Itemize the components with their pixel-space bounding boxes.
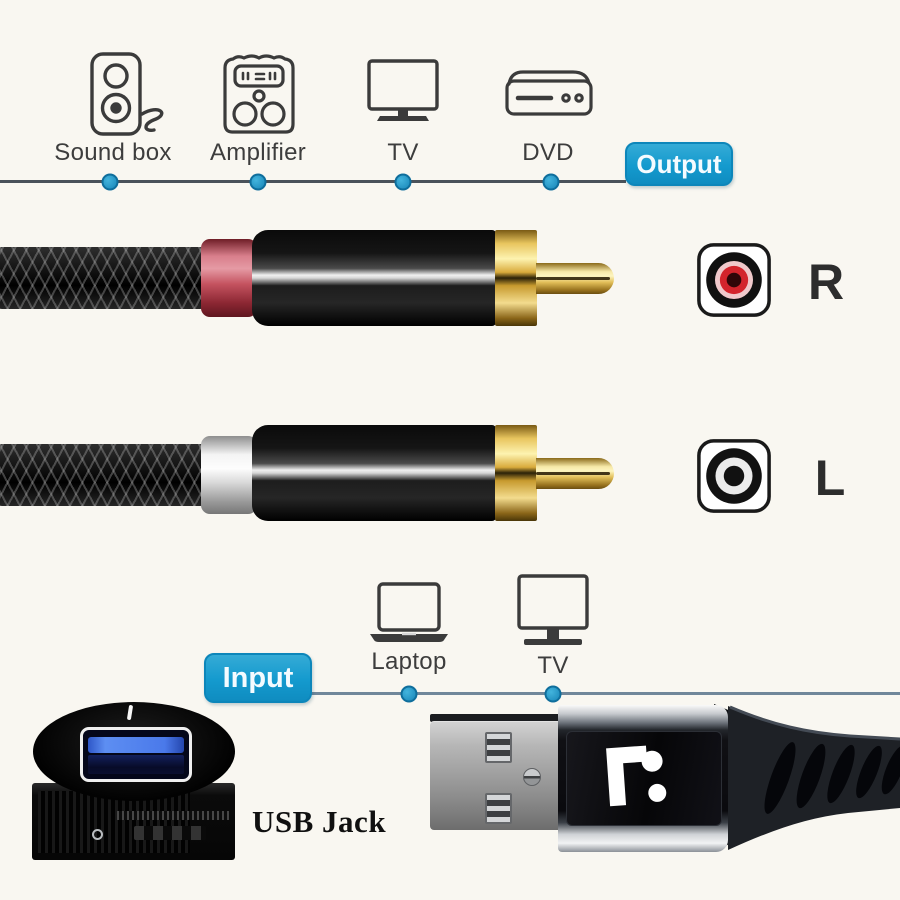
connection-dot [542, 173, 560, 191]
laptop-icon [366, 581, 452, 645]
input-badge-label: Input [222, 661, 294, 694]
usb3-port-tongue [88, 737, 184, 753]
connection-dot [400, 685, 418, 703]
brand-logo-icon [606, 742, 676, 813]
rca-cable-braid-red [0, 247, 208, 309]
pc-vents [38, 791, 190, 853]
device-label-tv: TV [387, 139, 419, 166]
rca-gold-ring [495, 425, 537, 521]
device-label-amplifier: Amplifier [209, 139, 307, 166]
rca-jack-symbol-right [695, 241, 773, 324]
device-label-laptop: Laptop [371, 648, 447, 675]
usb-plug-top-shadow [430, 714, 562, 722]
output-badge-label: Output [636, 148, 722, 179]
pc-front-ports [134, 826, 206, 840]
usb-cable-strain-relief [708, 690, 900, 875]
usb-jack-caption: USB Jack [252, 804, 387, 839]
rca-gold-pin [536, 263, 614, 294]
pc-logo [92, 829, 103, 840]
connection-dot [544, 685, 562, 703]
dvd-player-icon [503, 68, 595, 118]
rca-cable-braid-white [0, 444, 208, 506]
usb3-port-cavity [88, 755, 184, 774]
sound-box-icon [82, 50, 174, 142]
rca-barrel-red [252, 230, 496, 326]
connection-dot [394, 173, 412, 191]
rca-collar-white [201, 436, 257, 514]
rca-gold-pin [536, 458, 614, 489]
output-badge: Output [625, 142, 733, 186]
usb-contact-window [485, 732, 512, 763]
usb3-port [80, 727, 192, 782]
output-connection-line [0, 180, 626, 183]
input-badge: Input [204, 653, 312, 703]
device-label-tv-input: TV [537, 652, 569, 679]
pc-vent-row [117, 811, 229, 820]
rca-gold-ring [495, 230, 537, 326]
device-label-sound-box: Sound box [54, 139, 172, 166]
input-connection-line [250, 692, 900, 695]
connection-dot [101, 173, 119, 191]
usb-plug-metal [430, 721, 562, 830]
tv-icon [515, 572, 591, 648]
rca-collar-red [201, 239, 257, 317]
tv-icon [365, 58, 441, 124]
channel-letter-left: L [814, 450, 846, 506]
device-label-dvd: DVD [522, 139, 574, 166]
amplifier-icon [220, 52, 298, 136]
usb-shell-hole [523, 768, 541, 786]
rca-barrel-white [252, 425, 496, 521]
channel-letter-right: R [807, 254, 845, 310]
rca-jack-symbol-left [695, 437, 773, 520]
connection-dot [249, 173, 267, 191]
usb-contact-window [485, 793, 512, 824]
